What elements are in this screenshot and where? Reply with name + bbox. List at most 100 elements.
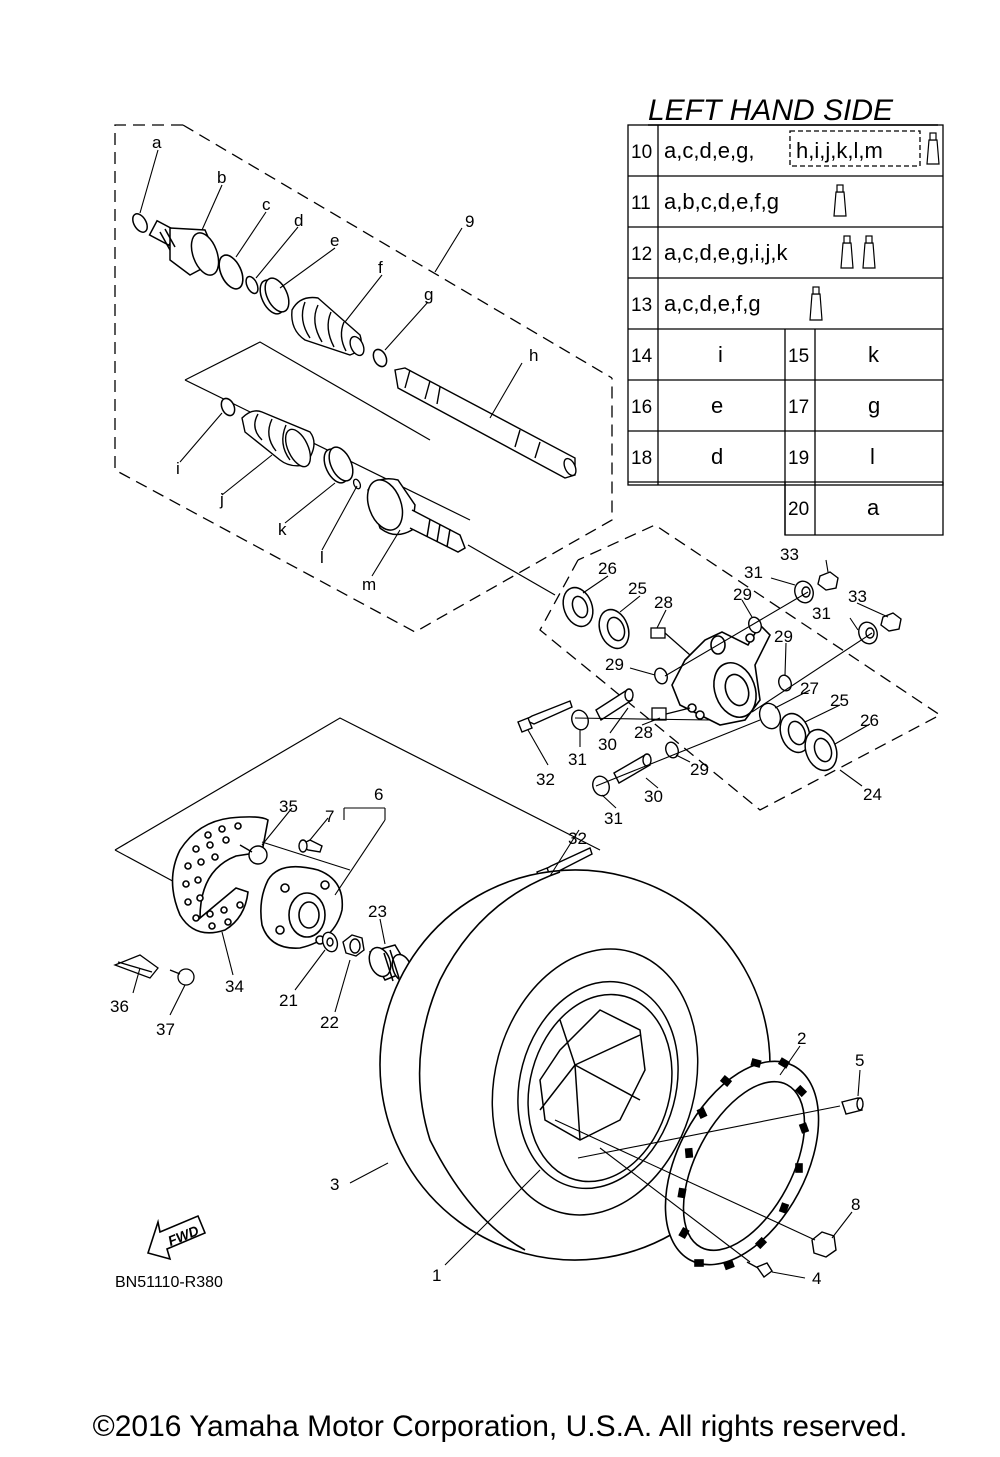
label-h: h [529,346,538,365]
row-12-parts: a,c,d,e,g,i,j,k [664,240,789,265]
label-28-lower: 28 [634,723,653,742]
label-28-upper: 28 [654,593,673,612]
bolt-7 [298,839,323,853]
row-13-parts: a,c,d,e,f,g [664,291,761,316]
label-26-upper: 26 [598,559,617,578]
rim-1 [491,948,699,1216]
label-m: m [362,575,376,594]
driveshaft-assembly-outline [114,124,613,633]
label-31-c: 31 [568,750,587,769]
label-37: 37 [156,1020,175,1039]
label-21: 21 [279,991,298,1010]
label-i: i [176,459,180,478]
label-31-b: 31 [812,604,831,623]
circlip-c [218,254,244,290]
label-9: 9 [465,212,474,231]
label-26-lower: 26 [860,711,879,730]
label-7: 7 [325,807,334,826]
row-10-number: 10 [631,142,652,163]
label-34: 34 [225,977,244,996]
row-12-number: 12 [631,244,652,265]
bolt-35 [239,844,268,865]
circlip-a [132,213,148,233]
label-c: c [262,195,271,214]
washer-21 [321,931,339,953]
row-16-value: e [711,393,723,418]
label-36: 36 [110,997,129,1016]
row-10-boxed-parts: h,i,j,k,l,m [796,138,883,163]
circlip-l [352,478,362,490]
row-17-value: g [868,393,880,418]
row-10-parts: a,c,d,e,g, [664,138,755,163]
outer-joint-b [148,219,220,276]
label-5: 5 [855,1051,864,1070]
grease-tube-icon [926,132,940,165]
label-31-d: 31 [604,809,623,828]
spacer-27 [758,702,782,730]
bracket-36 [113,954,159,979]
row-17-number: 17 [788,397,809,418]
spacer-29-group [654,616,792,759]
label-25-upper: 25 [628,579,647,598]
grease-tube-icon [840,235,854,269]
row-18-number: 18 [631,448,652,469]
shaft-h [394,367,577,479]
bolt-4 [746,1261,773,1278]
bolt-37 [169,968,195,986]
label-e: e [330,231,339,250]
label-6: 6 [374,785,383,804]
hub-assembly-outline [114,341,601,886]
label-29-b: 29 [774,627,793,646]
row-13-number: 13 [631,295,652,316]
grease-tube-icon [809,286,823,321]
shaft-centerline [467,544,556,596]
row-20-value: a [867,495,880,520]
row-15-number: 15 [788,346,809,367]
label-25-lower: 25 [830,691,849,710]
fwd-label: FWD [166,1222,202,1249]
callout-labels: a b c d e f g h 9 i j k l m 26 25 28 29 … [110,133,882,1291]
nut-22 [342,934,365,957]
label-35: 35 [279,797,298,816]
label-f: f [378,258,383,277]
grease-tube-icon [833,184,847,217]
label-d: d [294,211,303,230]
row-15-value: k [868,342,880,367]
oil-seal-26-upper [562,586,594,628]
label-29-a: 29 [733,585,752,604]
label-32-b: 32 [568,829,587,848]
row-14-number: 14 [631,346,653,367]
row-16-number: 16 [631,397,652,418]
label-4: 4 [812,1269,821,1288]
row-11-parts: a,b,c,d,e,f,g [664,189,779,214]
nut-33-group [817,571,902,632]
band-e [259,277,290,315]
knuckle-assembly-outline [539,524,942,811]
table-title: LEFT HAND SIDE [648,94,894,127]
row-19-number: 19 [788,448,809,469]
row-19-value: l [870,444,875,469]
row-20-number: 20 [788,499,809,520]
wheel-axis-lines [554,1105,841,1263]
label-31-a: 31 [744,563,763,582]
label-1: 1 [432,1266,441,1285]
left-hand-side-table: LEFT HAND SIDE [627,94,944,536]
row-18-value: d [711,444,723,469]
band-g [372,348,388,368]
label-29-d: 29 [690,760,709,779]
grease-nipple-28-lower [651,707,691,721]
knuckle-axis-lines [574,591,873,787]
label-j: j [219,490,224,509]
label-23: 23 [368,902,387,921]
knuckle [671,623,771,726]
row-11-number: 11 [631,193,651,214]
beadlock-ring-2 [664,1057,820,1271]
leader-lines [132,149,889,1279]
label-22: 22 [320,1013,339,1032]
label-30-b: 30 [644,787,663,806]
bolt-5 [841,1097,864,1115]
label-2: 2 [797,1029,806,1048]
label-33-b: 33 [848,587,867,606]
nut-8 [811,1231,837,1258]
